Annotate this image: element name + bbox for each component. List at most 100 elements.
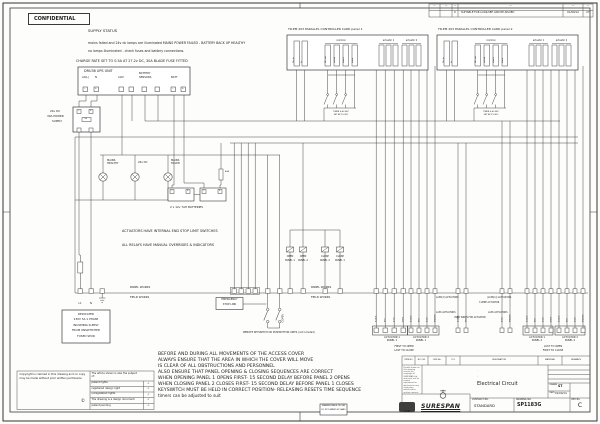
ups-terminal-label: SENSORS	[139, 75, 152, 79]
card-pin-label: 0v	[451, 60, 454, 64]
relay-label: PANEL 2	[298, 258, 308, 262]
revision-header: —	[571, 4, 575, 7]
remote-keyswitch-note: REMOTE KEYSWITCH OR PUSHBUTTON UNITS (no…	[243, 330, 315, 334]
relay-label: OPEN	[299, 255, 307, 258]
wire-color-label: BLUE	[426, 317, 429, 323]
timer-note: TIMER 0-60 SEC	[333, 110, 349, 113]
relay-label: CLOSE	[336, 255, 344, 258]
card-pin-label: retract	[342, 57, 345, 64]
strip-caption: ACTUATOR 2	[413, 335, 429, 339]
cad-stamp-text: CAD	[403, 409, 411, 413]
strip-sequence-note: FIRST TO OPEN	[394, 344, 414, 348]
wire-color-label: BLACK	[375, 315, 378, 323]
card-pin-label: 24v out	[474, 56, 477, 64]
ups-terminal-label: ALM	[118, 75, 124, 79]
incoming-box-line: INCOMING SUPPLY	[73, 322, 99, 327]
designation-bullet: ·	[477, 367, 478, 372]
warning-line: KEYSWITCH MUST BE HELD IN CORRECT POSITI…	[158, 388, 362, 394]
strip-caption: PANEL 1	[386, 339, 398, 343]
panel-works-label: PANEL WORKS	[311, 285, 332, 289]
strip-caption: ACTUATOR 1	[384, 335, 400, 339]
relay-label: PANEL 1	[335, 258, 345, 262]
cad-stamp: CAD	[399, 402, 415, 413]
copyright-row: registered design right	[91, 386, 120, 390]
warning-line: ALSO ENSURE THAT PANEL OPENING & CLOSING…	[158, 369, 334, 375]
copyright-row: patent rights	[91, 381, 108, 384]
lamp-label: 24v DC	[138, 160, 148, 164]
supply-status-title: SUPPLY STATUS	[88, 27, 118, 33]
tick-mark: ✓	[147, 380, 150, 385]
designation-value: Electrical Circuit	[477, 380, 518, 387]
wire-color-label: BROWN	[509, 314, 512, 323]
strip-caption: PANEL 2	[564, 339, 576, 343]
warning-line: timers can be adjusted to suit	[158, 393, 221, 399]
revision-description: SUITABLE FOR LOOK-SEE AND RE-ISSUED	[461, 10, 515, 14]
relay-label: PANEL 2	[320, 258, 330, 262]
card-group-label: actuator 2	[405, 39, 418, 43]
strip-sequence-note: LAST TO CLOSE	[394, 349, 414, 353]
contract-value: STANDARD	[474, 403, 495, 408]
wire-color-label: BROWN	[582, 314, 585, 323]
lamp-label: HEALTHY	[107, 162, 119, 166]
wire-color-label: RED	[465, 318, 468, 323]
made-on-cad-note: DO NOT AMEND BY HAND	[321, 408, 346, 411]
incoming-box-line: 230V 5A 1 PHASE	[73, 317, 99, 321]
strip-caption: ACTUATOR 2	[562, 335, 578, 339]
lamp-label: MAINS	[107, 158, 116, 162]
warning-line: WHEN CLOSING PANEL 2 CLOSES FIRST- 15 SE…	[158, 382, 354, 387]
estop-label: STOP LINK	[222, 302, 237, 306]
actuator-type-note: (LA36(1)) ACTUATORS	[487, 296, 512, 299]
revision-by: CT	[586, 10, 590, 14]
brand-logo-text: SURESPAN	[421, 402, 461, 410]
warning-line: ALWAYS ENSURE THAT THE AREA IN WHICH THE…	[158, 357, 314, 363]
relay-label: CLOSE	[321, 255, 329, 258]
parts-header: MATERIAL	[545, 358, 555, 361]
actuator-type-note: USED WIRES FOR ACTUATOR	[454, 316, 486, 319]
timer-note: SET AT 15 SEC	[483, 113, 499, 116]
psu-label: 30A POWER	[47, 113, 64, 118]
polarity-mark: −	[84, 86, 86, 90]
field-works-label: FIELD WORKS	[130, 294, 150, 299]
warning-line: BEFORE AND DURING ALL MOVEMENTS OF THE A…	[158, 351, 305, 357]
wire-color-label: BLUE	[574, 317, 577, 323]
incoming-box-line: DEDICATED	[77, 311, 95, 316]
wire-color-label: BROWN	[434, 314, 437, 323]
copyright-header: The article shown is also the subject of…	[91, 372, 138, 379]
date-value: 01/09/14	[555, 392, 567, 396]
revision-header: —	[444, 4, 448, 7]
panel-works-label: PANEL WORKS	[130, 285, 151, 289]
card-pin-label: extend	[333, 56, 336, 64]
copyright-row: patent pending	[91, 403, 111, 407]
warning-line: IS CLEAR OF ALL OBSTRUCTIONS AND PERSONN…	[158, 363, 275, 369]
rev-label: REV No.	[571, 398, 581, 401]
revision-header: —	[433, 4, 436, 7]
psu-label: SUPPLY	[52, 118, 63, 123]
card-pin-label: retract	[492, 57, 495, 64]
supply-status-line: no lamps illuminated - check fuses and b…	[88, 49, 185, 53]
drawn-label: DRAWN	[549, 384, 558, 386]
polarity-mark: +	[182, 86, 184, 90]
card-group-label: common	[486, 39, 496, 43]
wire-color-label: BLUE	[393, 317, 396, 323]
timer-note: TIMER 0-60 SEC	[483, 110, 499, 113]
tick-mark: ✓	[147, 397, 150, 402]
estop-label: EMERGENCY	[221, 298, 238, 301]
lamp-label: MAINS	[171, 158, 180, 162]
card-group-label: actuator 2	[555, 39, 568, 43]
card-title: TR-EM 203 PARALLEL CONTROLLER CARD panel…	[288, 27, 363, 31]
incoming-box-line: FUSED SPUR	[77, 333, 95, 338]
incoming-terminal-label: N	[90, 301, 92, 305]
card-pin-label: 24v dc	[293, 57, 296, 64]
revision-header: —	[509, 4, 512, 7]
card-group-label: actuator 1	[532, 39, 545, 43]
wire-color-label: GREY	[550, 316, 553, 323]
lamp-label: FAILED	[171, 162, 180, 166]
copyright-row: The drawing is a design document	[91, 397, 135, 401]
strip-sequence-note: LAST TO OPEN	[543, 344, 563, 348]
wire-color-label: BLACK	[558, 315, 561, 323]
actuator-type-note: LA36 ACTUATORS	[488, 311, 508, 314]
actuator-type-note: LA36(3) ACTUATORS	[436, 296, 459, 299]
battery-label: 2 x 12v 7AH BATTERIES	[170, 204, 204, 209]
